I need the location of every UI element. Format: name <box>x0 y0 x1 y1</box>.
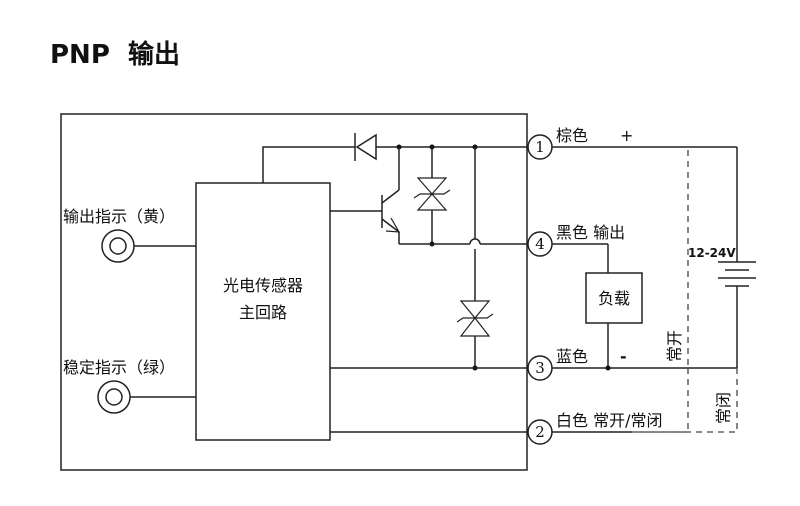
load-box <box>585 244 643 371</box>
brown-sign: + <box>620 126 633 145</box>
supply-voltage-label: 12-24V <box>688 246 736 260</box>
tvs-diode-top <box>413 147 451 247</box>
pnp-transistor <box>330 147 401 244</box>
brown-wire-label: 棕色 <box>556 126 588 145</box>
stable-indicator-label: 稳定指示（绿） <box>63 358 175 377</box>
white-wire-label: 白色 常开/常闭 <box>556 411 662 430</box>
battery-icon <box>718 147 756 368</box>
pin-1: 1 <box>527 134 553 160</box>
sensor-housing <box>60 113 528 471</box>
output-indicator-label: 输出指示（黄） <box>63 207 175 226</box>
white-wire-dashed <box>632 368 689 433</box>
tvs-diode-bottom <box>456 147 494 371</box>
normally-closed-label: 常闭 <box>714 392 733 424</box>
svg-text:2: 2 <box>535 423 545 441</box>
load-label: 负载 <box>598 289 630 308</box>
page-title: PNP 输出 <box>50 40 180 70</box>
normally-closed-path <box>632 368 738 433</box>
svg-text:3: 3 <box>535 359 545 377</box>
black-wire-label: 黑色 输出 <box>556 223 625 242</box>
blue-sign: - <box>620 347 627 366</box>
stable-indicator-led <box>97 380 196 414</box>
output-indicator-led <box>101 229 196 263</box>
pin-3: 3 <box>527 355 553 381</box>
main-circuit-label-1: 光电传感器 <box>223 276 303 295</box>
main-circuit-label-2: 主回路 <box>239 303 287 322</box>
normally-open-label: 常开 <box>665 330 684 362</box>
svg-text:4: 4 <box>535 235 545 253</box>
svg-text:1: 1 <box>535 138 545 156</box>
reverse-protection-diode <box>354 133 377 161</box>
pin-2: 2 <box>527 419 553 445</box>
pin-4: 4 <box>527 231 553 257</box>
blue-wire-label: 蓝色 <box>556 347 588 366</box>
